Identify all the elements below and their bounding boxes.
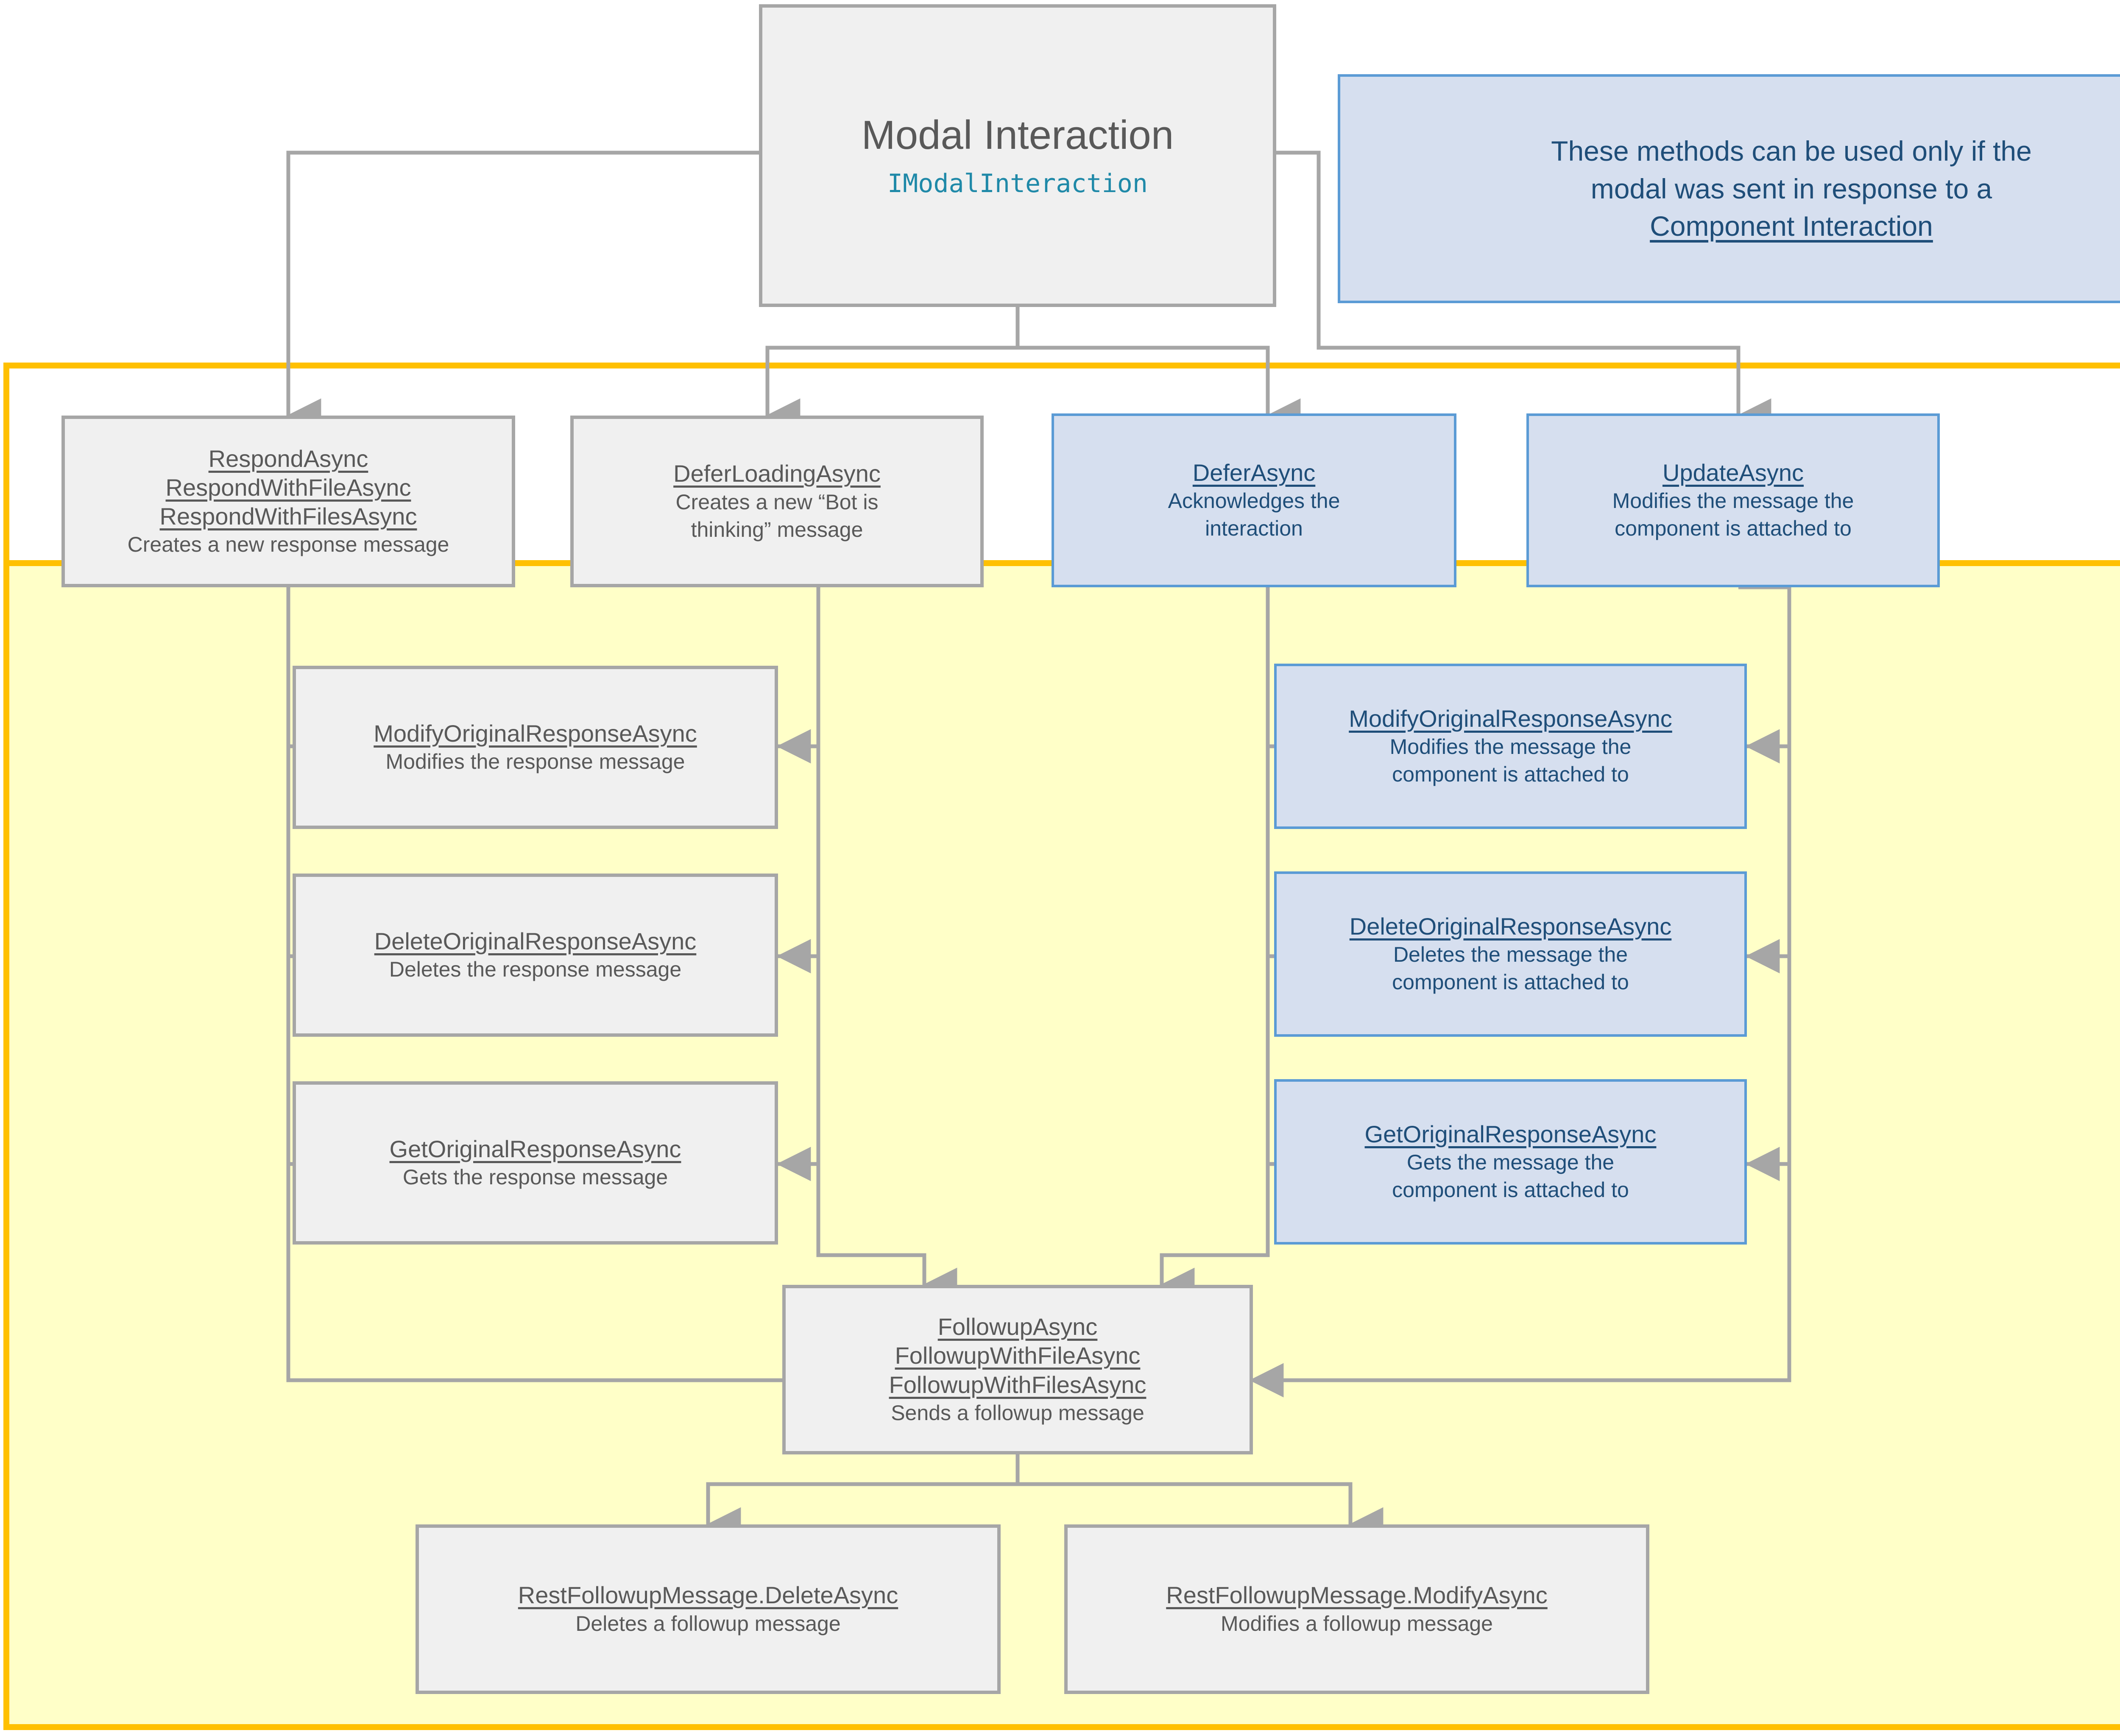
- legend-followup-line-2: after sending an initial response: [1866, 731, 2120, 759]
- method-title: ModifyOriginalResponseAsync: [1349, 705, 1672, 732]
- node-get-original-response-async-blue[interactable]: GetOriginalResponseAsync Gets the messag…: [1274, 1079, 1747, 1245]
- method-desc: component is attached to: [1392, 1178, 1629, 1202]
- node-delete-original-response-async-gray[interactable]: DeleteOriginalResponseAsync Deletes the …: [293, 874, 778, 1037]
- node-respond-async[interactable]: RespondAsync RespondWithFileAsync Respon…: [61, 416, 515, 587]
- node-get-original-response-async-gray[interactable]: GetOriginalResponseAsync Gets the respon…: [293, 1081, 778, 1245]
- node-defer-loading-async[interactable]: DeferLoadingAsync Creates a new “Bot is …: [570, 416, 984, 587]
- legend-followup-line-1: Can be used in 15 minutes: [1866, 703, 2120, 731]
- root-interface-name: IModalInteraction: [887, 168, 1148, 198]
- root-title: Modal Interaction: [861, 112, 1174, 158]
- legend-initial-line-1: Has to be executed in 3 seconds: [1866, 438, 2120, 466]
- method-desc: component is attached to: [1392, 970, 1629, 994]
- legend-initial-line-3: Can be used only ones per interaction: [1866, 494, 2120, 522]
- method-title: DeferAsync: [1192, 459, 1316, 486]
- method-title: RestFollowupMessage.DeleteAsync: [518, 1582, 898, 1609]
- method-title: DeleteOriginalResponseAsync: [1349, 913, 1672, 940]
- method-desc: thinking” message: [691, 517, 863, 541]
- node-modify-original-response-async-gray[interactable]: ModifyOriginalResponseAsync Modifies the…: [293, 666, 778, 829]
- note-link-component-interaction[interactable]: Component Interaction: [1650, 210, 1933, 242]
- method-desc: Creates a new response message: [127, 533, 449, 557]
- method-desc: component is attached to: [1392, 762, 1629, 787]
- method-desc: Deletes a followup message: [575, 1611, 841, 1636]
- method-desc: Modifies the message the: [1612, 489, 1854, 513]
- node-followup-async[interactable]: FollowupAsync FollowupWithFileAsync Foll…: [782, 1285, 1253, 1454]
- legend-initial-line-2: after receiving the interaction: [1866, 466, 2120, 494]
- method-desc: Gets the response message: [402, 1165, 668, 1189]
- method-desc: Modifies a followup message: [1221, 1611, 1493, 1636]
- node-defer-async[interactable]: DeferAsync Acknowledges the interaction: [1052, 413, 1456, 587]
- method-title: DeleteOriginalResponseAsync: [374, 927, 697, 955]
- method-desc: Deletes the message the: [1393, 943, 1628, 967]
- node-rest-followup-message-modify-async[interactable]: RestFollowupMessage.ModifyAsync Modifies…: [1064, 1524, 1649, 1694]
- method-title: GetOriginalResponseAsync: [389, 1135, 681, 1162]
- method-desc: Modifies the message the: [1389, 735, 1632, 759]
- method-title: FollowupWithFilesAsync: [889, 1371, 1146, 1398]
- method-title: GetOriginalResponseAsync: [1364, 1120, 1657, 1147]
- legend-followup-line-3: Can be used multiple times during: [1866, 759, 2120, 787]
- method-title: RestFollowupMessage.ModifyAsync: [1166, 1582, 1548, 1609]
- method-desc: Gets the message the: [1406, 1150, 1615, 1175]
- method-title: ModifyOriginalResponseAsync: [374, 720, 697, 747]
- method-title: RespondWithFileAsync: [165, 474, 411, 501]
- note-line-1: These methods can be used only if the: [1551, 135, 2032, 167]
- method-title: UpdateAsync: [1662, 459, 1804, 486]
- note-box-component-interaction[interactable]: These methods can be used only if the mo…: [1338, 74, 2120, 303]
- method-desc: Acknowledges the: [1168, 489, 1340, 513]
- root-node-modal-interaction[interactable]: Modal Interaction IModalInteraction: [759, 4, 1276, 307]
- method-title: RespondWithFilesAsync: [159, 503, 417, 530]
- legend-followup-heading: Followup methods: [1866, 670, 2120, 703]
- node-modify-original-response-async-blue[interactable]: ModifyOriginalResponseAsync Modifies the…: [1274, 664, 1747, 829]
- legend-initial-response: Initial Response methods Has to be execu…: [1866, 405, 2120, 521]
- method-desc: Creates a new “Bot is: [675, 490, 879, 514]
- node-update-async[interactable]: UpdateAsync Modifies the message the com…: [1526, 413, 1940, 587]
- method-desc: Sends a followup message: [891, 1401, 1144, 1425]
- method-desc: Deletes the response message: [389, 957, 682, 982]
- legend-followup: Followup methods Can be used in 15 minut…: [1866, 670, 2120, 814]
- method-desc: interaction: [1205, 516, 1303, 541]
- method-title: FollowupWithFileAsync: [895, 1342, 1141, 1369]
- node-delete-original-response-async-blue[interactable]: DeleteOriginalResponseAsync Deletes the …: [1274, 871, 1747, 1037]
- method-desc: Modifies the response message: [385, 750, 685, 774]
- method-desc: component is attached to: [1615, 516, 1852, 541]
- note-line-2: modal was sent in response to a: [1590, 173, 1992, 204]
- legend-initial-heading: Initial Response methods: [1866, 405, 2120, 438]
- node-rest-followup-message-delete-async[interactable]: RestFollowupMessage.DeleteAsync Deletes …: [416, 1524, 1001, 1694]
- method-title: RespondAsync: [208, 445, 368, 472]
- method-title: FollowupAsync: [937, 1313, 1098, 1340]
- method-title: DeferLoadingAsync: [673, 460, 881, 487]
- legend-followup-line-4: interaction token’s lifetime: [1866, 786, 2120, 814]
